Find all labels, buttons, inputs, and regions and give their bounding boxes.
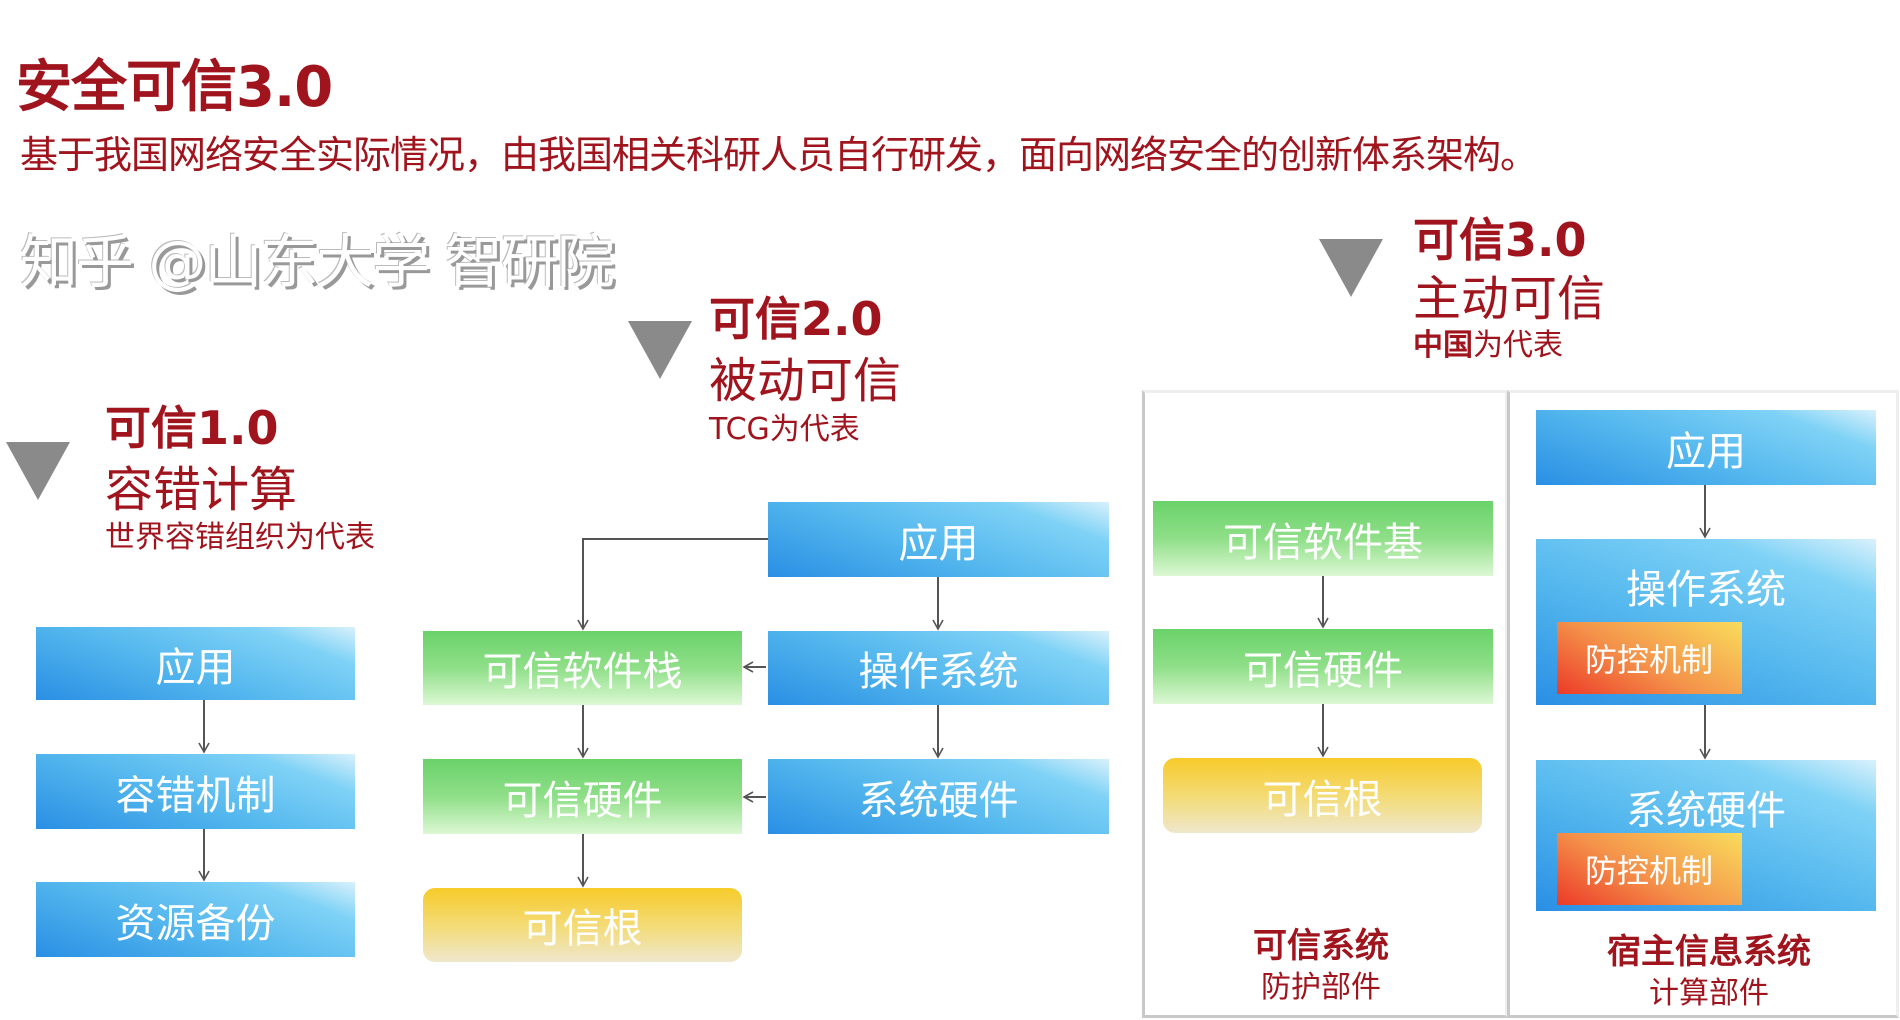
- v3-left-subcaption: 防护部件: [1261, 970, 1381, 1005]
- v2-box-os: 操作系统: [768, 631, 1109, 705]
- watermark: 知乎 @山东大学 智研院: [20, 228, 615, 296]
- v3-rep-rest: 为代表: [1473, 328, 1563, 363]
- v1-box-app: 应用: [36, 627, 355, 700]
- v3-mode: 主动可信: [1413, 271, 1606, 327]
- v2-title: 可信2.0: [709, 292, 883, 346]
- v3-box-trusted-software-base: 可信软件基: [1153, 501, 1493, 576]
- triangle-marker-icon: [1319, 239, 1383, 297]
- v3-rep: 中国为代表: [1413, 320, 1563, 364]
- v2-mode: 被动可信: [709, 353, 902, 409]
- v3-title: 可信3.0: [1413, 213, 1587, 267]
- v3-box-os-control-mechanism: 防控机制: [1557, 622, 1742, 694]
- triangle-marker-icon: [6, 442, 70, 500]
- arrow-icon: [577, 538, 768, 631]
- v3-box-hw-control-mechanism: 防控机制: [1557, 833, 1742, 905]
- v2-box-system-hardware: 系统硬件: [768, 759, 1109, 834]
- v3-right-caption: 宿主信息系统: [1607, 932, 1811, 972]
- v2-box-trusted-software-stack: 可信软件栈: [423, 631, 742, 705]
- v3-box-root-of-trust: 可信根: [1163, 758, 1482, 833]
- v3-right-subcaption: 计算部件: [1649, 976, 1769, 1011]
- page-subtitle: 基于我国网络安全实际情况，由我国相关科研人员自行研发，面向网络安全的创新体系架构…: [20, 133, 1538, 177]
- v1-rep: 世界容错组织为代表: [105, 520, 375, 555]
- v1-box-backup: 资源备份: [36, 882, 355, 957]
- v3-box-trusted-hardware: 可信硬件: [1153, 629, 1493, 704]
- v2-box-trusted-hardware: 可信硬件: [423, 759, 742, 834]
- v2-box-root-of-trust: 可信根: [423, 888, 742, 962]
- triangle-marker-icon: [628, 321, 692, 379]
- v1-title: 可信1.0: [105, 401, 279, 455]
- v3-host-panel: [1507, 390, 1899, 1018]
- v1-mode: 容错计算: [105, 462, 298, 518]
- v3-box-app: 应用: [1536, 410, 1876, 485]
- page-title: 安全可信3.0: [16, 55, 333, 120]
- v3-left-caption: 可信系统: [1253, 926, 1389, 966]
- v2-rep: TCG为代表: [709, 412, 860, 447]
- v2-box-app: 应用: [768, 502, 1109, 577]
- v1-box-fault-tolerance: 容错机制: [36, 754, 355, 829]
- v3-protection-panel: [1142, 390, 1508, 1018]
- v3-rep-bold: 中国: [1413, 328, 1473, 363]
